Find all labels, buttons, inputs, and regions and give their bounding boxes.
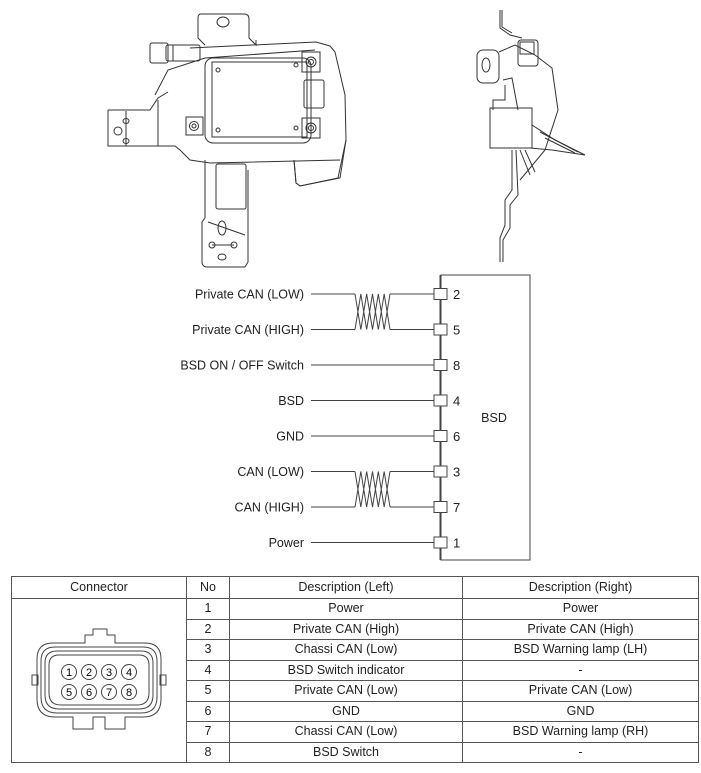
pin-description-left: GND (229, 700, 463, 722)
pin-number: 2 (186, 618, 230, 640)
pin-number-label: 4 (453, 394, 460, 409)
connector-pin (61, 663, 77, 680)
table-row: 3 Chassi CAN (Low) BSD Warning lamp (LH) (12, 639, 699, 661)
pin-description-right: - (462, 659, 699, 681)
connector-pin (121, 663, 137, 680)
twisted-pair-symbol (354, 293, 391, 330)
pin-terminal (433, 501, 448, 513)
pin-number: 8 (186, 741, 230, 763)
pin-number: 5 (186, 680, 230, 702)
wire-label: CAN (LOW) (237, 465, 304, 479)
header-no: No (186, 576, 230, 599)
pin-description-right: BSD Warning lamp (LH) (462, 639, 699, 661)
connector-pin-number: 3 (106, 667, 112, 679)
pin-description-right: Private CAN (High) (462, 618, 699, 640)
pin-terminal (433, 323, 448, 336)
header-description-right: Description (Right) (462, 576, 699, 599)
wire-label: GND (276, 430, 304, 444)
wire-label: CAN (HIGH) (235, 501, 304, 515)
connector-pin-number: 6 (86, 687, 92, 699)
pin-description-right: BSD Warning lamp (RH) (462, 721, 699, 743)
table-row: 2 Private CAN (High) Private CAN (High) (12, 618, 699, 640)
connector-pin (101, 683, 117, 700)
connector-pin-number: 1 (66, 667, 72, 679)
pin-number-label: 7 (453, 500, 460, 515)
pin-terminal (433, 430, 448, 442)
pin-terminal (433, 536, 448, 549)
module-illustrations (107, 10, 586, 268)
pin-description-left: Private CAN (High) (229, 618, 463, 640)
bsd-module-side-view (476, 10, 586, 262)
wire-label: Power (269, 536, 304, 550)
pin-number-label: 8 (453, 358, 460, 373)
connector-pin (81, 663, 97, 680)
table-row: 6 GND GND (12, 700, 699, 722)
pin-number: 6 (186, 700, 230, 722)
pin-terminal (433, 394, 448, 407)
pin-description-right: GND (462, 700, 699, 722)
header-connector: Connector (11, 576, 187, 599)
pin-number-label: 2 (453, 287, 460, 302)
connector-pin-number: 4 (126, 667, 132, 679)
module-label: BSD (481, 411, 507, 425)
bsd-module-box (440, 274, 531, 561)
pin-number-label: 5 (453, 323, 460, 338)
pin-terminal (433, 465, 448, 478)
pin-description-left: Chassi CAN (Low) (229, 639, 463, 661)
connector-pin-number: 7 (106, 687, 112, 699)
pin-description-left: BSD Switch (229, 741, 463, 763)
pin-description-left: BSD Switch indicator (229, 659, 463, 681)
connector-pinout-table: Connector No Description (Left) Descript… (11, 576, 699, 763)
wire-label: BSD (278, 394, 304, 408)
pin-description-left: Power (229, 598, 463, 620)
pin-number: 1 (186, 598, 230, 620)
pin-terminal (433, 288, 448, 300)
pin-description-left: Chassi CAN (Low) (229, 721, 463, 743)
wire-label: Private CAN (HIGH) (192, 323, 304, 337)
header-description-left: Description (Left) (229, 576, 463, 599)
wire-label: Private CAN (LOW) (195, 288, 304, 302)
twisted-pair-symbol (354, 471, 391, 508)
connector-pin (101, 663, 117, 680)
pin-number-label: 1 (453, 536, 460, 551)
bsd-module-front-view (107, 13, 347, 268)
wire-label: BSD ON / OFF Switch (180, 359, 304, 373)
pin-number: 3 (186, 639, 230, 661)
connector-pin-number: 8 (126, 687, 132, 699)
pin-number-label: 6 (453, 429, 460, 444)
table-row: 4 BSD Switch indicator - (12, 659, 699, 681)
pin-number: 7 (186, 721, 230, 743)
pin-number-label: 3 (453, 465, 460, 480)
connector-pin (121, 683, 137, 700)
table-row: 5 Private CAN (Low) Private CAN (Low) (12, 680, 699, 702)
pin-description-right: Power (462, 598, 699, 620)
connector-pin (81, 683, 97, 700)
pin-description-right: - (462, 741, 699, 763)
connector-pin-number: 5 (66, 687, 72, 699)
pin-description-right: Private CAN (Low) (462, 680, 699, 702)
pin-description-left: Private CAN (Low) (229, 680, 463, 702)
table-header-row: Connector No Description (Left) Descript… (11, 576, 699, 599)
connector-face-icon: 1 2 3 4 5 6 7 8 (31, 628, 167, 729)
table-row: 7 Chassi CAN (Low) BSD Warning lamp (RH) (12, 721, 699, 743)
pin-terminal (433, 359, 448, 371)
connector-pin (61, 683, 77, 700)
connector-pin-number: 2 (86, 667, 92, 679)
pin-number: 4 (186, 659, 230, 681)
connector-illustration-cell: 1 2 3 4 5 6 7 8 (11, 598, 187, 763)
table-row: 8 BSD Switch - (12, 741, 699, 763)
